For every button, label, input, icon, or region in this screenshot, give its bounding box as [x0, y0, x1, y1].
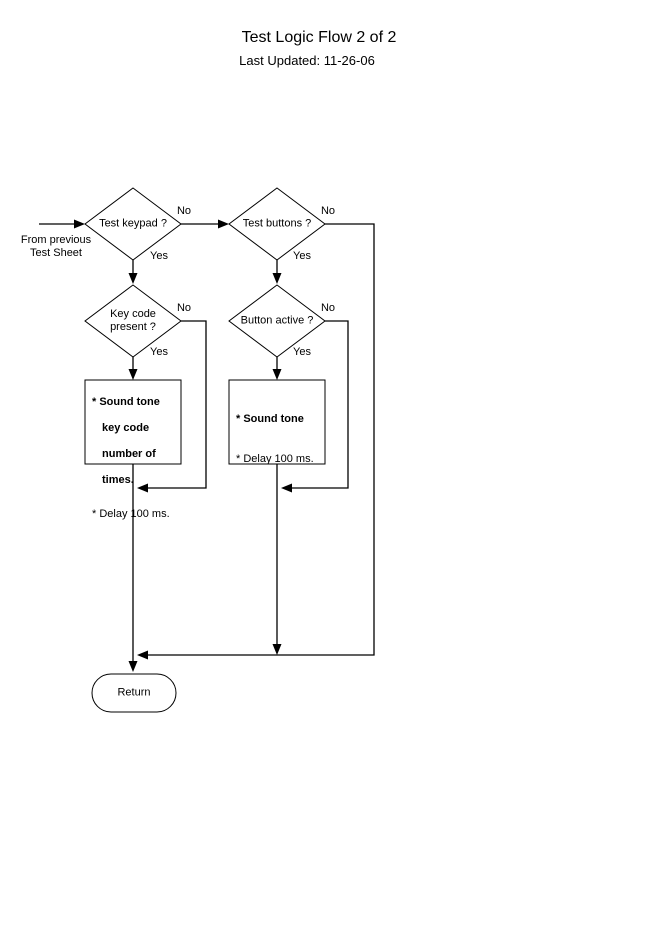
arrowhead-keycode-no-loop	[137, 483, 148, 493]
decision-test-buttons-label: Test buttons ?	[242, 217, 312, 230]
page-subtitle: Last Updated: 11-26-06	[239, 53, 375, 68]
decision-key-code-label: Key code present ?	[110, 308, 156, 333]
process-delay-line: * Delay 100 ms.	[236, 453, 314, 465]
no-label-test-buttons: No	[320, 205, 336, 217]
process-sound-tone-keycode	[84, 379, 182, 465]
arrowhead-into-buttons	[218, 219, 229, 229]
process-line: * Sound tone	[92, 396, 160, 408]
arrowhead-active-no-loop	[281, 483, 292, 493]
process-line: number of	[102, 448, 156, 460]
arrowhead-keycode-yes	[128, 369, 138, 380]
process-line: key code	[102, 422, 150, 434]
terminator-return	[91, 673, 177, 713]
process-line: times.	[102, 474, 134, 486]
yes-label-key-code: Yes	[150, 346, 168, 358]
decision-test-buttons	[228, 187, 326, 261]
process-delay-line: * Delay 100 ms.	[92, 508, 170, 520]
connector-keycode-no-loop	[148, 320, 207, 489]
yes-label-button-active: Yes	[293, 346, 311, 358]
process-line: * Sound tone	[236, 413, 304, 425]
arrowhead-into-return	[128, 661, 138, 672]
decision-key-code	[84, 284, 182, 358]
process-sound-tone	[228, 379, 326, 465]
process-sound-tone-keycode-text: * Sound tone key code number of times. *…	[92, 383, 178, 534]
decision-button-active-label: Button active ?	[240, 314, 314, 327]
arrowhead-active-yes	[272, 369, 282, 380]
arrowhead-entry	[74, 219, 85, 229]
decision-test-keypad	[84, 187, 182, 261]
yes-label-test-keypad: Yes	[150, 250, 168, 262]
no-label-key-code: No	[176, 302, 192, 314]
yes-label-test-buttons: Yes	[293, 250, 311, 262]
connector-active-no-loop	[292, 320, 349, 489]
no-label-test-keypad: No	[176, 205, 192, 217]
page-title: Test Logic Flow 2 of 2	[241, 29, 397, 46]
arrowhead-middle-bottom	[272, 644, 282, 655]
terminator-return-label: Return	[117, 686, 151, 699]
no-label-button-active: No	[320, 302, 336, 314]
process-sound-tone-text: * Sound tone * Delay 100 ms.	[236, 400, 322, 479]
arrowhead-bottom-horizontal	[137, 650, 148, 660]
connector-buttons-no-return	[148, 223, 375, 656]
decision-test-keypad-label: Test keypad ?	[99, 217, 167, 230]
decision-button-active	[228, 284, 326, 358]
entry-from-previous-label: From previous Test Sheet	[20, 234, 92, 259]
arrowhead-keypad-yes	[128, 273, 138, 284]
arrowhead-buttons-yes	[272, 273, 282, 284]
